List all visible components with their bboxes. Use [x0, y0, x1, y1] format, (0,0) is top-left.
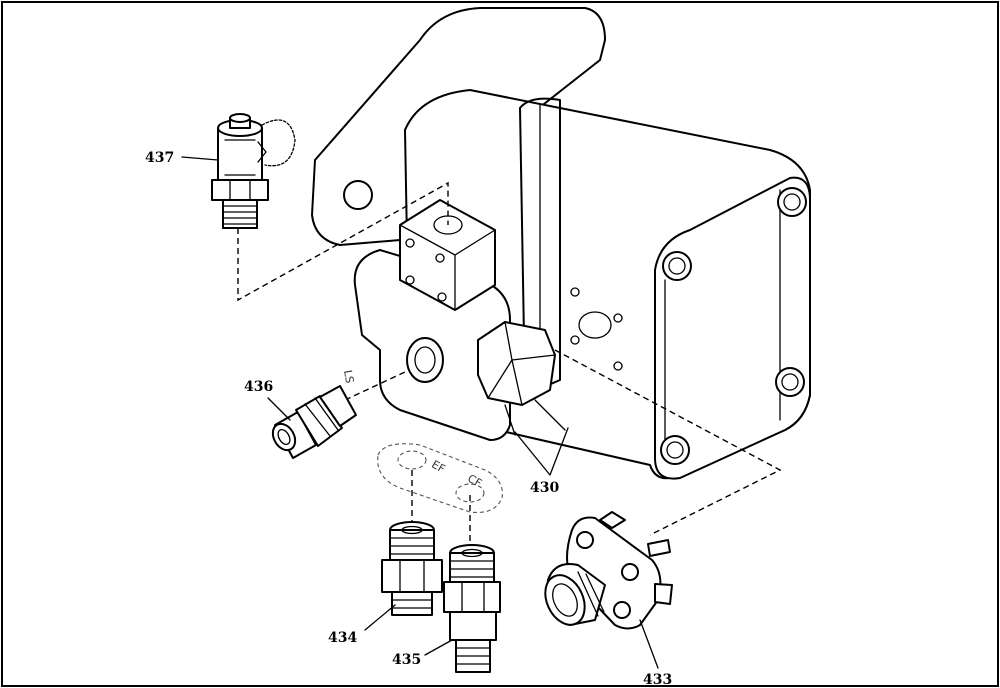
mark-ef: EF [429, 458, 447, 476]
label-434: 434 [328, 630, 357, 646]
hex-plug [477, 321, 556, 406]
fitting-435-body [449, 611, 497, 641]
fitting-434 [381, 521, 443, 616]
valve-top-cube [399, 199, 496, 311]
leader-436 [267, 397, 291, 421]
label-430: 430 [530, 480, 559, 496]
leader-434 [364, 604, 396, 631]
dashline-436 [344, 371, 406, 401]
hex-plug-facets [487, 321, 556, 406]
mark-ls: LS [341, 369, 356, 384]
coupling-bands [224, 139, 256, 176]
dashline-437 [237, 181, 449, 302]
fitting-434-hex [381, 559, 443, 593]
valve-cube-edges [399, 224, 496, 311]
coupling-thread [222, 199, 258, 229]
ls-port [406, 337, 444, 383]
adapter-thread-b [319, 385, 357, 427]
ef-port-ring [397, 450, 427, 470]
dashline-433 [554, 349, 782, 536]
port-seal-outline [377, 443, 503, 513]
fitting-435-thread [449, 552, 495, 583]
leader-437 [181, 156, 219, 161]
coupling-cap-clip [257, 141, 267, 163]
flange-stud-3 [654, 583, 673, 605]
fitting-435 [443, 544, 501, 673]
valve-cube-screws [405, 238, 447, 302]
fitting-435-hex [443, 581, 501, 613]
hydraulic-pump-430 [311, 7, 811, 480]
cf-port-ring [455, 483, 485, 503]
mark-cf: CF [465, 472, 484, 490]
quick-coupling-437 [211, 113, 296, 229]
flange-fitting-433 [544, 511, 673, 630]
label-433: 433 [643, 672, 672, 688]
flange-stud-2 [647, 539, 671, 557]
leader-435 [424, 639, 453, 656]
cover-bolts [660, 187, 807, 465]
pump-side-port [570, 287, 623, 371]
coupling-chain [261, 119, 296, 167]
label-437: 437 [145, 150, 174, 166]
plug-stem [504, 399, 566, 436]
adapter-fitting-436 [271, 385, 357, 459]
label-435: 435 [392, 652, 421, 668]
coupling-hex-nut [211, 179, 269, 201]
pump-end-cover [654, 176, 811, 480]
label-436: 436 [244, 379, 273, 395]
leader-430 [514, 427, 569, 476]
leader-433 [639, 619, 659, 669]
fitting-434-thread [389, 529, 435, 561]
fitting-434-thread-low [391, 591, 433, 616]
flange-bolt-hole [343, 180, 373, 210]
pump-section-ring [519, 97, 561, 396]
flange-stud [599, 511, 626, 529]
